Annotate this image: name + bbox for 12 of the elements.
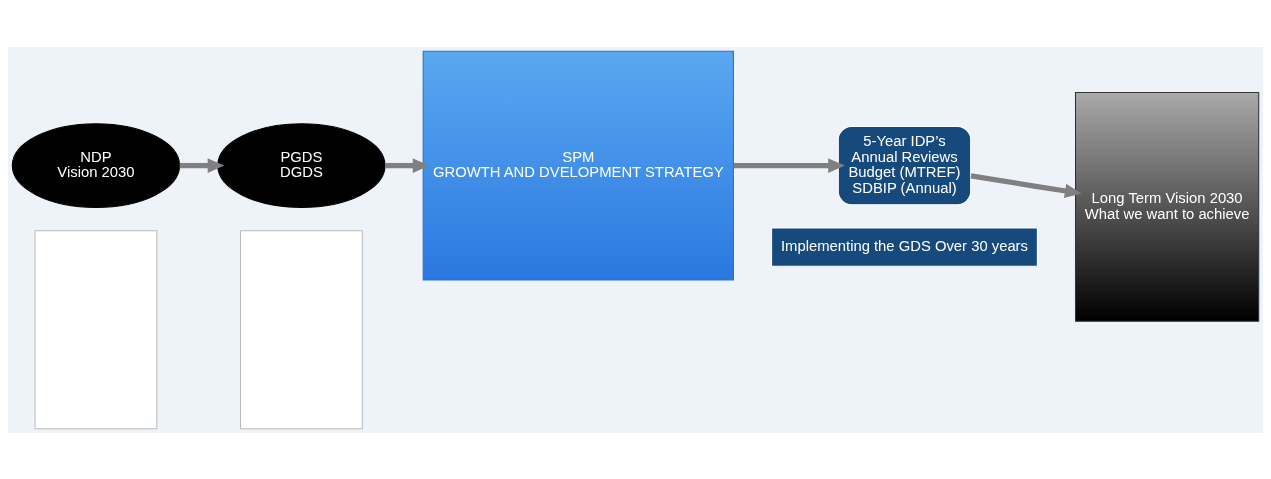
node-box: Long Term Vision 2030 What we want to achieve (1075, 91, 1260, 322)
node-box: SPM GROWTH AND DVELOPMENT STRATEGY (422, 50, 734, 280)
arrow (970, 172, 1082, 198)
node-box: 5-Year IDP’s Annual Reviews Budget (MTREF) SDBIP (Annual) (837, 125, 972, 205)
arrow (733, 157, 845, 173)
node-ellipse: PGDS DGDS (217, 122, 386, 208)
node-box (34, 229, 158, 429)
arrow (385, 157, 430, 173)
node-ellipse: NDP Vision 2030 (11, 122, 181, 208)
node-box (239, 229, 363, 429)
node-box: Implementing the GDS Over 30 years (771, 227, 1038, 267)
arrow (179, 157, 225, 173)
